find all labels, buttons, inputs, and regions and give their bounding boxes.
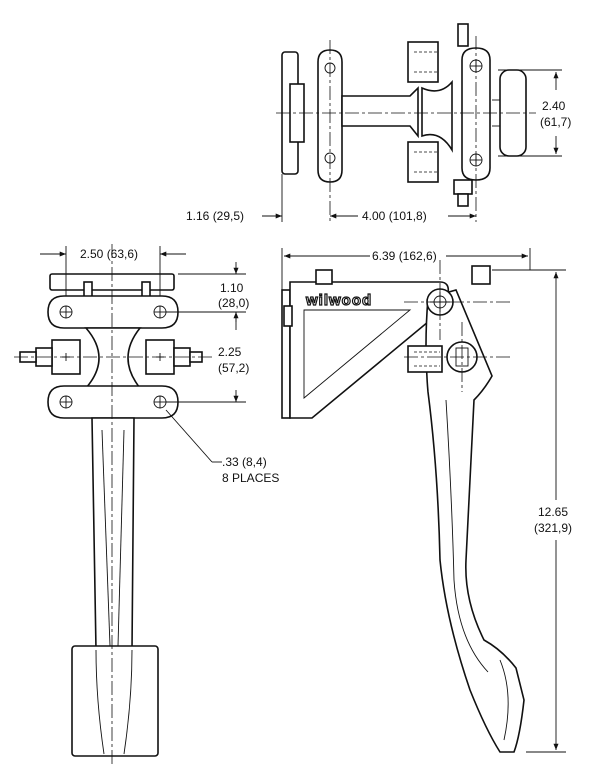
side-bracket-cutout [303,309,412,399]
front-pedal-arm [91,417,135,651]
dim-hole-count: 8 PLACES [222,471,279,485]
side-logo: wilwood [305,292,372,309]
top-clevis-lower [407,141,439,183]
top-pivot-body [421,79,453,153]
top-bolt-end [457,193,469,207]
side-bracket [289,281,450,419]
dim-front-upper-metric: (28,0) [218,296,249,310]
side-pedal-arm [425,289,525,753]
top-bolt [457,23,469,47]
dim-side-height-value: 12.65 [538,505,568,519]
dim-front-lower-value: 2.25 [218,345,242,359]
side-top-boss-left [315,269,333,285]
front-pedal-pad [71,645,159,757]
dim-side-height-metric: (321,9) [534,521,572,535]
top-nut [453,179,473,195]
dim-front-upper-value: 1.10 [220,281,244,295]
side-view: wilwood 6.39 (162,6) 12.65 (321,9) [281,248,572,753]
dim-pivot-span: 4.00 (101,8) [362,209,427,223]
side-clevis [407,345,443,373]
dim-front-width: 2.50 (63,6) [80,247,138,261]
dim-top-height-value: 2.40 [542,99,566,113]
side-base-boss [283,305,293,327]
top-shaft-tube [341,86,419,139]
side-top-boss-right [471,265,491,285]
dim-front-lower-metric: (57,2) [218,361,249,375]
front-view: 2.50 (63,6) 1.10 (28,0) 2.25 (57,2) .33 … [14,244,279,766]
front-lower-bar [47,385,179,419]
front-mid-hub [84,327,142,389]
front-upper-bar [47,295,179,329]
dim-top-height-metric: (61,7) [540,115,571,129]
hole-leader [165,409,213,463]
top-view: 1.16 (29,5) 4.00 (101,8) 2.40 (61,7) [186,23,571,223]
dim-side-width: 6.39 (162,6) [372,249,437,263]
dim-flange-offset: 1.16 (29,5) [186,209,244,223]
top-clevis-upper [407,41,439,83]
dim-hole-size: .33 (8,4) [222,455,267,469]
